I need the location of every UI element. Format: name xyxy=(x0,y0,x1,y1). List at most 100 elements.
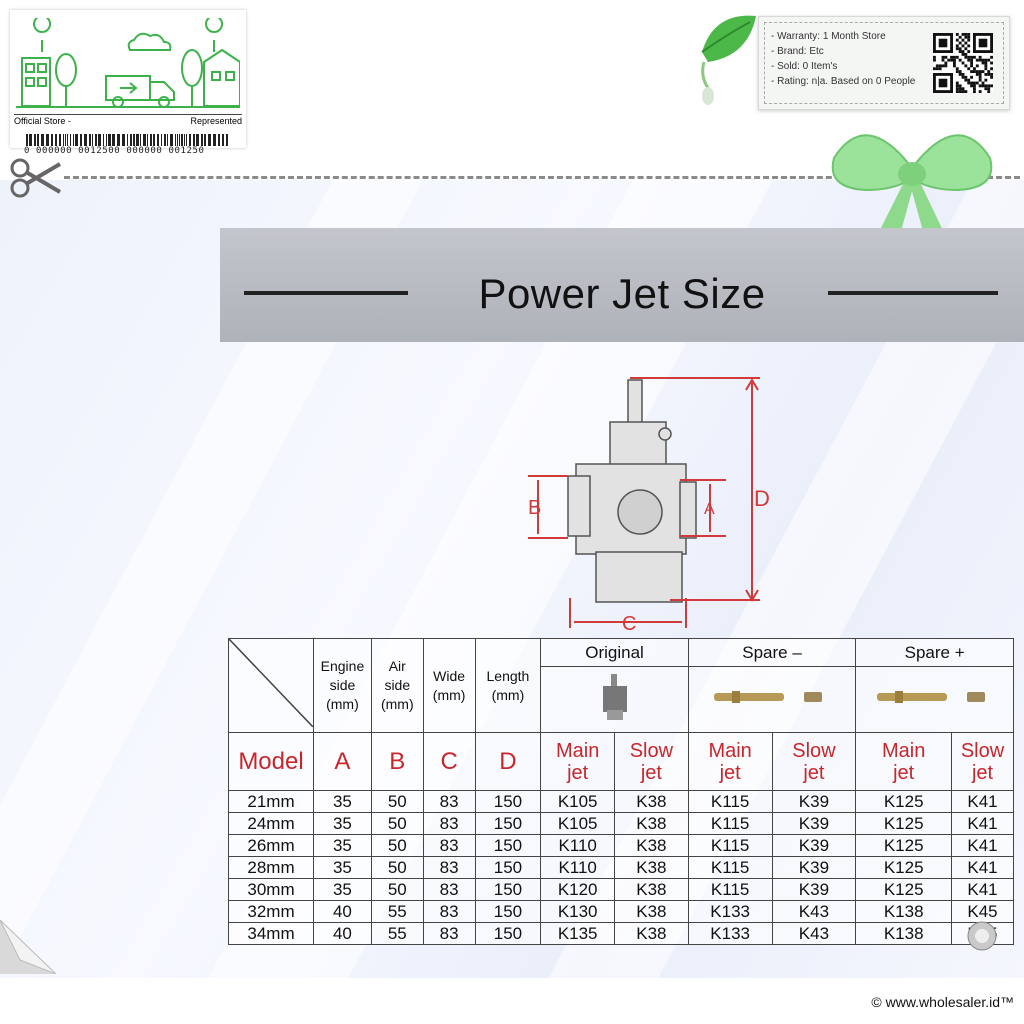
table-cell: K38 xyxy=(614,812,689,835)
main-jet-line2: jet xyxy=(719,761,741,784)
corner-diagonal xyxy=(228,638,314,728)
table-cell: 150 xyxy=(474,922,542,945)
cut-line xyxy=(64,176,1020,179)
original-part-image xyxy=(540,666,689,733)
table-cell: 150 xyxy=(474,790,542,813)
table-cell: K133 xyxy=(687,922,773,945)
table-cell: 26mm xyxy=(228,834,314,857)
spare-minus-part-image xyxy=(687,666,857,733)
store-illustration xyxy=(16,18,240,108)
table-cell: K41 xyxy=(951,812,1014,835)
spare-plus-part-image xyxy=(855,666,1014,733)
table-cell: K43 xyxy=(771,900,857,923)
table-cell: 55 xyxy=(370,922,424,945)
store-label: Official Store - xyxy=(14,116,71,126)
slow-jet-line2: jet xyxy=(971,761,994,784)
table-cell: 30mm xyxy=(228,878,314,901)
table-cell: 32mm xyxy=(228,900,314,923)
header-length: Length (mm) xyxy=(474,638,542,733)
table-cell: 35 xyxy=(313,878,372,901)
table-cell: K38 xyxy=(614,834,689,857)
table-cell: K39 xyxy=(771,790,857,813)
header-air-line1: Air xyxy=(388,658,406,674)
table-cell: K39 xyxy=(771,878,857,901)
table-cell: 50 xyxy=(370,812,424,835)
table-cell: K39 xyxy=(771,834,857,857)
header-air-line2: side xyxy=(384,677,411,693)
label-a: A xyxy=(704,501,715,518)
table-cell: K115 xyxy=(687,834,773,857)
sold-text: - Sold: 0 Item's xyxy=(771,61,838,72)
table-cell: 34mm xyxy=(228,922,314,945)
qr-code xyxy=(933,33,993,93)
header-engine-line3: (mm) xyxy=(326,696,359,712)
header-wide-line2: (mm) xyxy=(432,686,466,703)
table-cell: K38 xyxy=(614,900,689,923)
info-lines: - Warranty: 1 Month Store - Brand: Etc -… xyxy=(771,29,915,89)
table-cell: K105 xyxy=(540,790,616,813)
slow-jet-line2: jet xyxy=(803,761,825,784)
table-cell: K115 xyxy=(687,878,773,901)
table-cell: K115 xyxy=(687,812,773,835)
spare-plus-jets-icon xyxy=(876,691,985,704)
store-represented: Represented xyxy=(190,116,242,126)
table-cell: 83 xyxy=(422,878,476,901)
table-cell: K135 xyxy=(540,922,616,945)
table-cell: K39 xyxy=(771,856,857,879)
main-jet-line1: Main xyxy=(882,739,926,762)
table-cell: K125 xyxy=(855,834,953,857)
barcode-text: 0 000000 0012500 000000 001250 xyxy=(24,146,205,156)
header-air-side: Air side (mm) xyxy=(370,638,424,733)
copyright-text: © www.wholesaler.id™ xyxy=(871,994,1014,1010)
header-c: C xyxy=(422,732,476,791)
table-cell: 83 xyxy=(422,856,476,879)
product-info-box: - Warranty: 1 Month Store - Brand: Etc -… xyxy=(758,16,1010,110)
header-d: D xyxy=(474,732,542,791)
main-jet-line2: jet xyxy=(893,761,915,784)
table-cell: K38 xyxy=(614,856,689,879)
footer-band xyxy=(0,978,1024,1024)
table-cell: 40 xyxy=(313,922,372,945)
table-cell: K138 xyxy=(855,900,953,923)
table-cell: 150 xyxy=(474,856,542,879)
header-b: B xyxy=(370,732,424,791)
table-cell: 35 xyxy=(313,812,372,835)
title-divider-left xyxy=(244,291,408,295)
table-cell: K38 xyxy=(614,878,689,901)
table-cell: K38 xyxy=(614,922,689,945)
table-cell: K105 xyxy=(540,812,616,835)
barcode xyxy=(26,134,228,146)
table-cell: 150 xyxy=(474,900,542,923)
table-cell: 150 xyxy=(474,878,542,901)
slow-jet-line2: jet xyxy=(640,761,662,784)
table-cell: K41 xyxy=(951,834,1014,857)
header-engine-side: Engine side (mm) xyxy=(313,638,372,733)
table-cell: 21mm xyxy=(228,790,314,813)
spare-minus-jets-icon xyxy=(714,691,823,704)
table-cell: 35 xyxy=(313,790,372,813)
table-cell: 83 xyxy=(422,790,476,813)
table-cell: K41 xyxy=(951,878,1014,901)
header-engine-line2: side xyxy=(329,677,356,693)
table-cell: K133 xyxy=(687,900,773,923)
header-length-line2: (mm) xyxy=(491,686,525,703)
table-cell: K115 xyxy=(687,856,773,879)
table-cell: K39 xyxy=(771,812,857,835)
table-cell: 55 xyxy=(370,900,424,923)
brand-text: - Brand: Etc xyxy=(771,46,824,57)
table-cell: 83 xyxy=(422,834,476,857)
leaf-icon xyxy=(701,15,756,105)
label-c: C xyxy=(622,613,636,634)
title-band: Power Jet Size xyxy=(220,228,1024,342)
header-wide: Wide (mm) xyxy=(422,638,476,733)
table-cell: 83 xyxy=(422,812,476,835)
page-title: Power Jet Size xyxy=(478,270,766,317)
store-footer: Official Store - Represented xyxy=(14,114,242,126)
table-cell: K45 xyxy=(951,900,1014,923)
